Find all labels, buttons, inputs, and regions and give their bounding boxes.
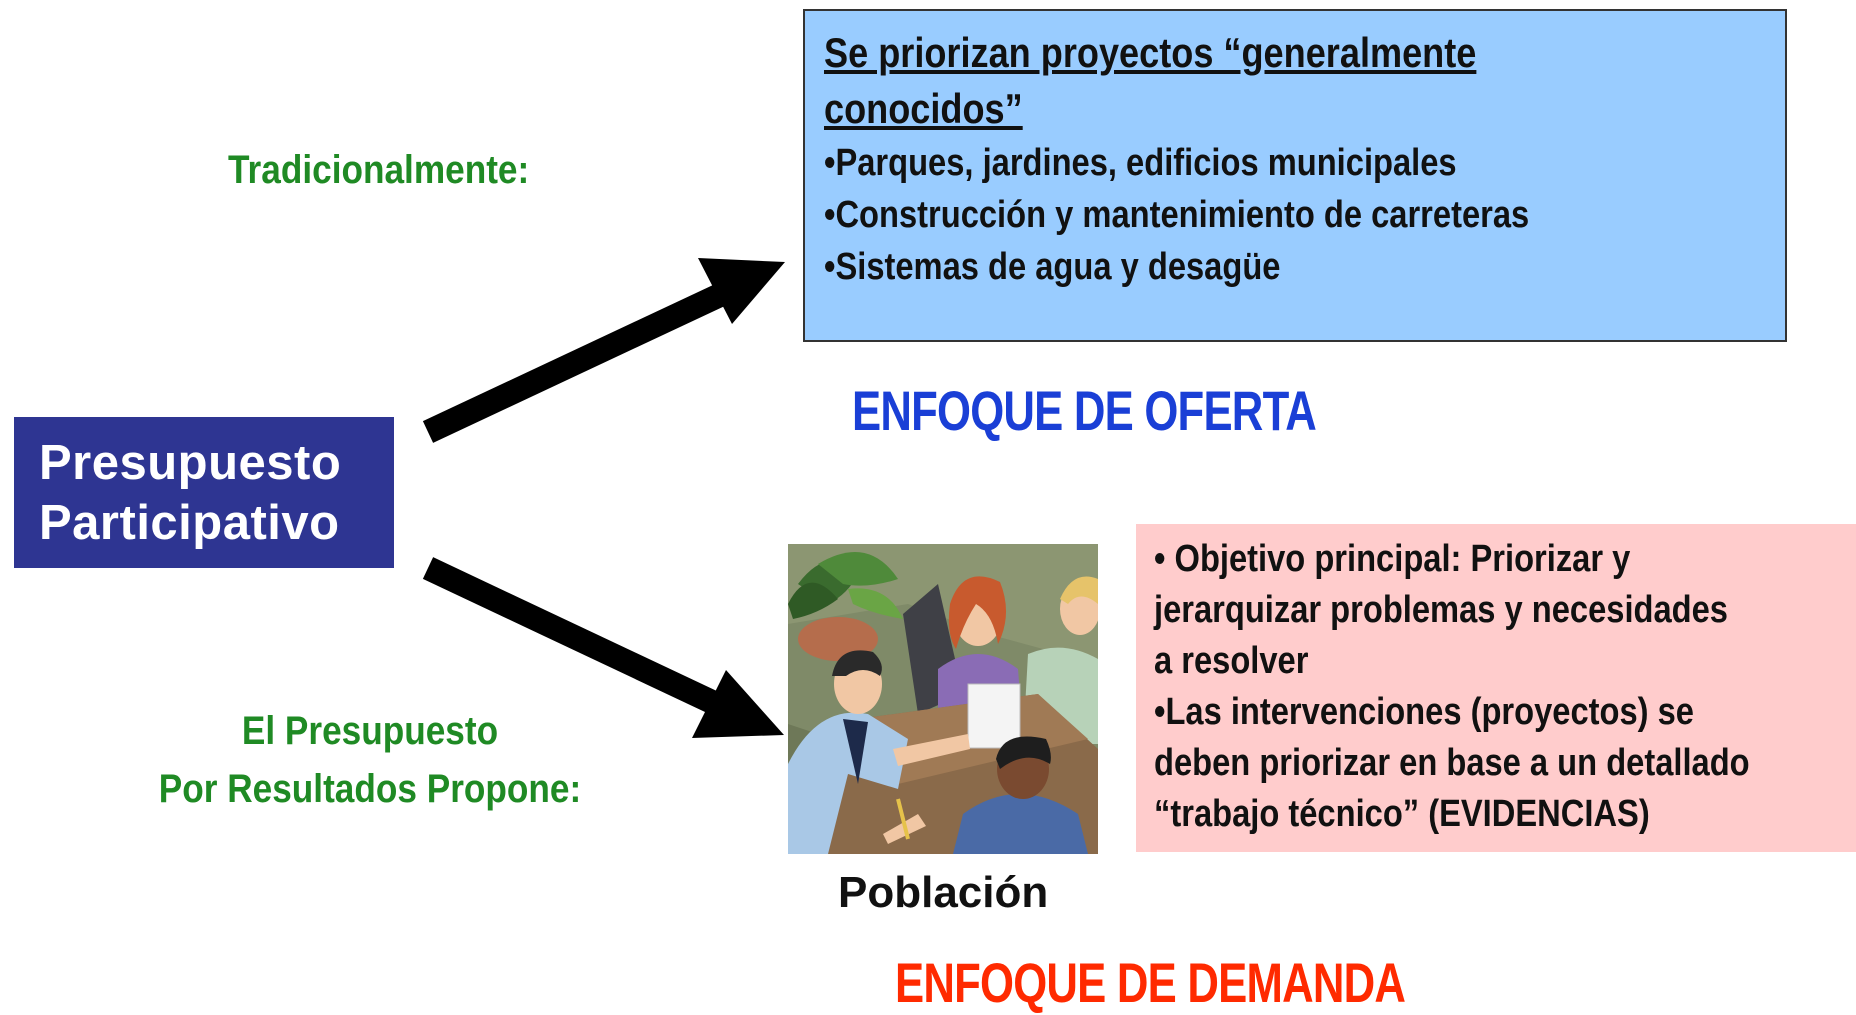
results-label-line1: El Presupuesto <box>241 709 499 753</box>
population-caption: Población <box>838 868 1049 917</box>
demand-box-line: jerarquizar problemas y necesidades <box>1154 589 1728 631</box>
demand-approach-box: • Objetivo principal: Priorizar y jerarq… <box>1136 524 1856 852</box>
results-budget-label: El Presupuesto Por Resultados Propone: <box>150 702 590 818</box>
demand-box-line: •Las intervenciones (proyectos) se <box>1154 691 1694 733</box>
central-box-line2: Participativo <box>39 495 340 550</box>
demand-box-line: • Objetivo principal: Priorizar y <box>1154 538 1631 580</box>
supply-box-title-line2: conocidos” <box>824 85 1023 132</box>
supply-item-roads: •Construcción y mantenimiento de carrete… <box>824 194 1530 236</box>
participatory-budget-box: Presupuesto Participativo <box>14 417 394 568</box>
supply-item-water: •Sistemas de agua y desagüe <box>824 246 1281 288</box>
supply-item-parks: •Parques, jardines, edificios municipale… <box>824 142 1457 184</box>
results-label-line2: Por Resultados Propone: <box>158 767 582 811</box>
demand-box-line: “trabajo técnico” (EVIDENCIAS) <box>1154 793 1650 835</box>
demand-box-line: deben priorizar en base a un detallado <box>1154 742 1750 784</box>
arrow-to-supply-icon <box>422 258 785 443</box>
supply-box-title-line1: Se priorizan proyectos “generalmente <box>824 29 1477 76</box>
meeting-illustration-icon <box>788 544 1098 854</box>
demand-box-line: a resolver <box>1154 640 1309 682</box>
demand-approach-heading: ENFOQUE DE DEMANDA <box>895 951 1406 1014</box>
central-box-line1: Presupuesto <box>39 435 342 490</box>
supply-approach-box: Se priorizan proyectos “generalmente con… <box>803 9 1787 342</box>
arrow-to-demand-icon <box>422 557 784 738</box>
supply-approach-heading: ENFOQUE DE OFERTA <box>852 379 1317 442</box>
traditional-label: Tradicionalmente: <box>228 148 530 192</box>
